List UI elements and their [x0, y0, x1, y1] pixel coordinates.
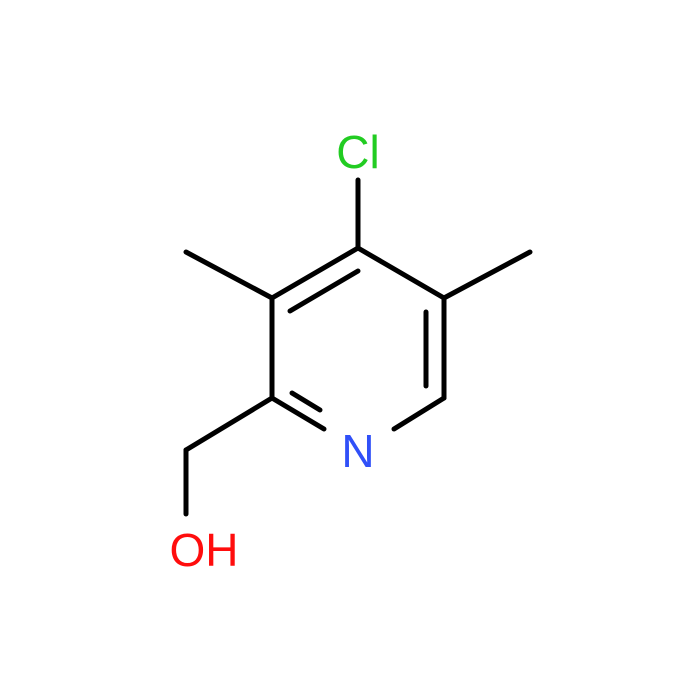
ring-bond-c6-n1: [391, 395, 447, 432]
ring-bond-n1-c2-double: [269, 390, 327, 432]
ring-bond-c4-c5: [355, 245, 447, 301]
bond-c5-methyl: [441, 249, 533, 301]
ring-bond-c5-c6-double: [423, 295, 447, 401]
chlorine-atom-label: Cl: [336, 126, 379, 178]
bond-c2-ch2: [183, 395, 275, 453]
bond-c3-methyl: [183, 249, 275, 301]
ring-bond-c3-c4-double: [269, 245, 361, 314]
nitrogen-atom-label: N: [341, 425, 374, 477]
hydroxyl-group-label: OH: [170, 524, 239, 576]
